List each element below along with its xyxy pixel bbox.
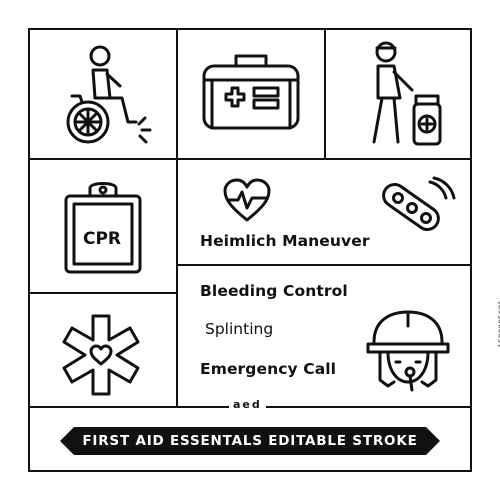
- wheelchair-user-icon: [66, 45, 152, 144]
- banner-title: FIRST AID ESSENTALS EDITABLE STROKE: [82, 433, 418, 449]
- grid-line: [176, 264, 472, 266]
- person-with-medicine-icon: [372, 41, 442, 146]
- grid-line: [324, 28, 326, 158]
- star-of-life-icon: [62, 314, 140, 396]
- grid-line: [28, 292, 178, 294]
- helmet-person-whistle-icon: [366, 310, 450, 392]
- aed-label: aed: [229, 398, 266, 411]
- title-banner: [60, 427, 440, 455]
- title-banner-text-wrap: FIRST AID ESSENTALS EDITABLE STROKE: [60, 427, 440, 455]
- bleeding-control-label: Bleeding Control: [200, 282, 348, 300]
- heimlich-label: Heimlich Maneuver: [200, 232, 370, 250]
- grid-line: [176, 28, 178, 158]
- bandage-icon: [382, 176, 456, 231]
- first-aid-kit-icon: [202, 54, 300, 130]
- cpr-label: CPR: [83, 229, 122, 249]
- cpr-clipboard-icon: [64, 182, 142, 274]
- grid-line: [176, 158, 178, 408]
- icon-grid-frame: [28, 28, 472, 472]
- emergency-call-label: Emergency Call: [200, 360, 337, 378]
- grid-line: [28, 158, 472, 160]
- splinting-label: Splinting: [205, 320, 274, 338]
- heart-pulse-icon: [223, 178, 271, 222]
